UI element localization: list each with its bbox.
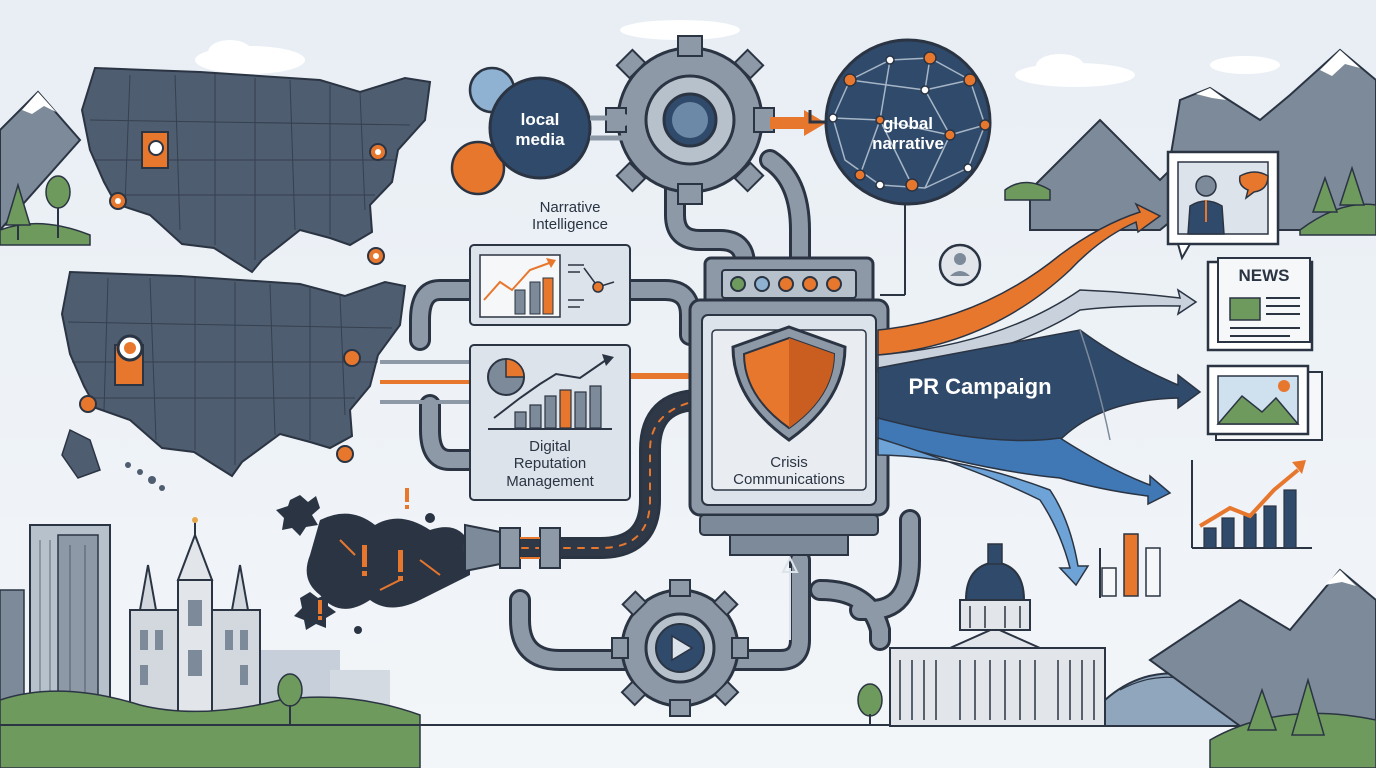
crisis-communications-label: Crisis Communications xyxy=(714,454,864,489)
narrative-intelligence-line-2: Intelligence xyxy=(532,216,608,234)
narrative-intelligence-line-1: Narrative xyxy=(539,199,601,216)
newspaper-icon xyxy=(1206,257,1314,352)
gear-icon xyxy=(605,35,775,205)
crisis-communications-line-1: Crisis xyxy=(770,454,808,471)
tree-icon xyxy=(857,683,883,726)
landscape-photo-icon xyxy=(1206,364,1323,441)
clouds xyxy=(195,20,1280,87)
shield-icon xyxy=(731,325,847,442)
play-icon xyxy=(671,634,694,662)
mountain-icon xyxy=(1148,568,1376,768)
pr-campaign-label: PR Campaign xyxy=(908,374,1052,399)
crisis-communications-line-2: Communications xyxy=(733,471,845,489)
global-narrative-label: global narrative xyxy=(848,114,968,153)
campaign-ribbons xyxy=(877,202,1202,587)
narrative-intelligence-panel xyxy=(469,244,631,326)
global-narrative-line-2: narrative xyxy=(872,133,944,153)
tree-icon xyxy=(277,673,303,725)
data-stream-lines xyxy=(380,360,700,404)
pipe-nozzle xyxy=(464,523,561,573)
local-media-bubble xyxy=(450,66,640,196)
digital-reputation-line-3: Management xyxy=(506,472,594,490)
local-media-label: local media xyxy=(500,110,580,149)
digital-reputation-label: Digital Reputation Management xyxy=(480,438,620,490)
growth-chart-icon xyxy=(1191,460,1312,549)
narrative-intelligence-label: Narrative Intelligence xyxy=(515,199,625,234)
ground-left xyxy=(0,690,421,768)
up-arrow xyxy=(781,555,799,640)
trees-left xyxy=(4,175,71,240)
digital-reputation-panel xyxy=(469,344,631,501)
network-globe-icon xyxy=(808,38,992,296)
person-icon xyxy=(938,243,982,287)
us-map-icon xyxy=(60,270,407,491)
crisis-burst xyxy=(276,488,470,634)
presenter-screen-icon xyxy=(1166,150,1280,261)
bar-chart-icon xyxy=(1099,533,1161,598)
us-map-icon xyxy=(80,66,432,274)
capitol-building-icon xyxy=(889,543,1106,727)
temple-icon xyxy=(129,517,261,721)
news-label: NEWS xyxy=(1238,266,1290,285)
local-media-line-2: media xyxy=(515,129,565,149)
digital-reputation-line-2: Reputation xyxy=(513,455,587,473)
global-narrative-line-1: global xyxy=(882,114,934,133)
digital-reputation-line-1: Digital xyxy=(529,438,571,455)
pipes xyxy=(409,149,921,671)
local-media-line-1: local xyxy=(520,110,560,129)
